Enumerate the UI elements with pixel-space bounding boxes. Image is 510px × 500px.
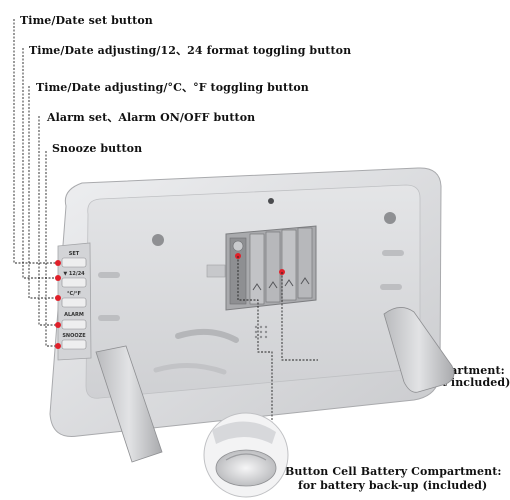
callout-alarm: Alarm set、Alarm ON/OFF button <box>47 111 256 124</box>
svg-text:SET: SET <box>69 251 80 257</box>
button-indicator-dots <box>55 260 61 349</box>
callout-lines-left <box>13 19 57 347</box>
svg-text:▼ 12/24: ▼ 12/24 <box>63 271 85 277</box>
callout-snooze: Snooze button <box>52 142 143 155</box>
callout-adjust-12-24: Time/Date adjusting/12、24 format togglin… <box>29 44 352 57</box>
button-strip: SET ▼ 12/24 °C/°F ALARM SNOOZE <box>55 242 92 361</box>
callout-coin-cell-title: Button Cell Battery Compartment: <box>285 465 502 478</box>
callout-adjust-c-f: Time/Date adjusting/°C、°F toggling butto… <box>36 81 309 94</box>
aa-battery-slots <box>249 227 313 305</box>
svg-text:SNOOZE: SNOOZE <box>62 333 86 339</box>
coin-cell-inset <box>203 412 289 498</box>
snooze-button[interactable]: SNOOZE <box>61 333 87 350</box>
c-f-button[interactable]: °C/°F <box>61 291 87 308</box>
alarm-button[interactable]: ALARM <box>61 312 87 330</box>
svg-text:ALARM: ALARM <box>64 312 84 318</box>
callout-coin-cell-note: for battery back-up (included) <box>298 479 488 492</box>
set-button[interactable]: SET <box>61 251 87 268</box>
battery-compartment <box>225 225 317 311</box>
callout-time-date-set: Time/Date set button <box>20 14 153 27</box>
right-stand-leg <box>383 307 455 393</box>
svg-text:°C/°F: °C/°F <box>67 291 81 297</box>
left-stand-leg <box>95 345 163 463</box>
mode-12-24-button[interactable]: ▼ 12/24 <box>61 271 87 288</box>
